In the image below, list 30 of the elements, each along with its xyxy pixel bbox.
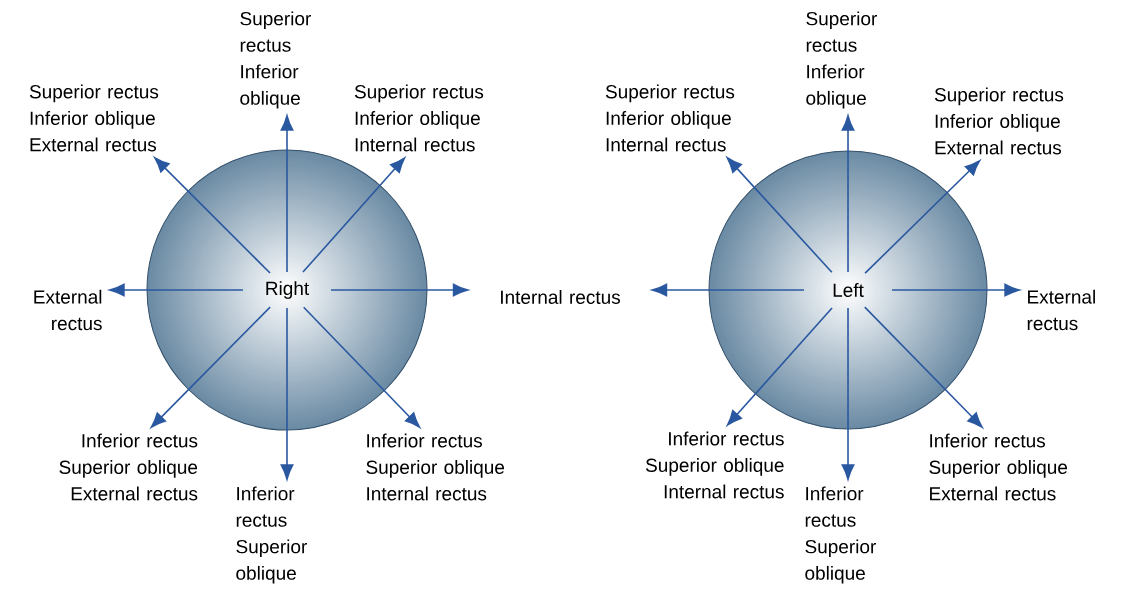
arrow xyxy=(302,157,406,273)
arrow xyxy=(330,283,469,297)
arrow xyxy=(280,115,294,273)
arrow xyxy=(302,306,421,428)
arrow xyxy=(280,307,294,480)
arrow xyxy=(651,283,805,297)
arrow xyxy=(726,307,833,426)
muscle-label: Superior rectus Inferior oblique External rectus xyxy=(29,84,159,152)
muscle-label: External rectus xyxy=(1027,289,1095,331)
muscle-label: Inferior rectus Superior oblique Internal rectus xyxy=(366,433,505,501)
muscle-label: Inferior rectus Superior oblique External rectus xyxy=(929,433,1068,501)
arrow xyxy=(109,283,244,297)
muscle-label: Inferior rectus Superior oblique Internal rectus xyxy=(645,431,784,499)
muscle-label: Inferior rectus Superior oblique External rectus xyxy=(59,433,198,501)
muscle-label: Inferior rectus Superior oblique xyxy=(236,486,307,584)
muscle-label: Internal rectus xyxy=(501,290,621,304)
arrow xyxy=(891,283,1020,297)
arrow xyxy=(864,306,983,428)
muscle-label: Inferior rectus Superior oblique xyxy=(805,486,876,584)
muscle-label: Superior rectus Inferior oblique Internal rectus xyxy=(354,84,484,152)
arrow xyxy=(150,306,271,428)
muscle-label: Superior rectus Inferior oblique Internal rectus xyxy=(605,84,735,152)
muscle-label: External rectus xyxy=(34,289,102,331)
arrow xyxy=(841,307,855,480)
arrow xyxy=(841,115,855,273)
arrow xyxy=(864,160,981,274)
muscle-label: Superior rectus Inferior oblique xyxy=(806,11,877,109)
arrow xyxy=(154,157,271,274)
muscle-label: Superior rectus Inferior oblique xyxy=(240,11,311,109)
arrow xyxy=(726,157,833,274)
